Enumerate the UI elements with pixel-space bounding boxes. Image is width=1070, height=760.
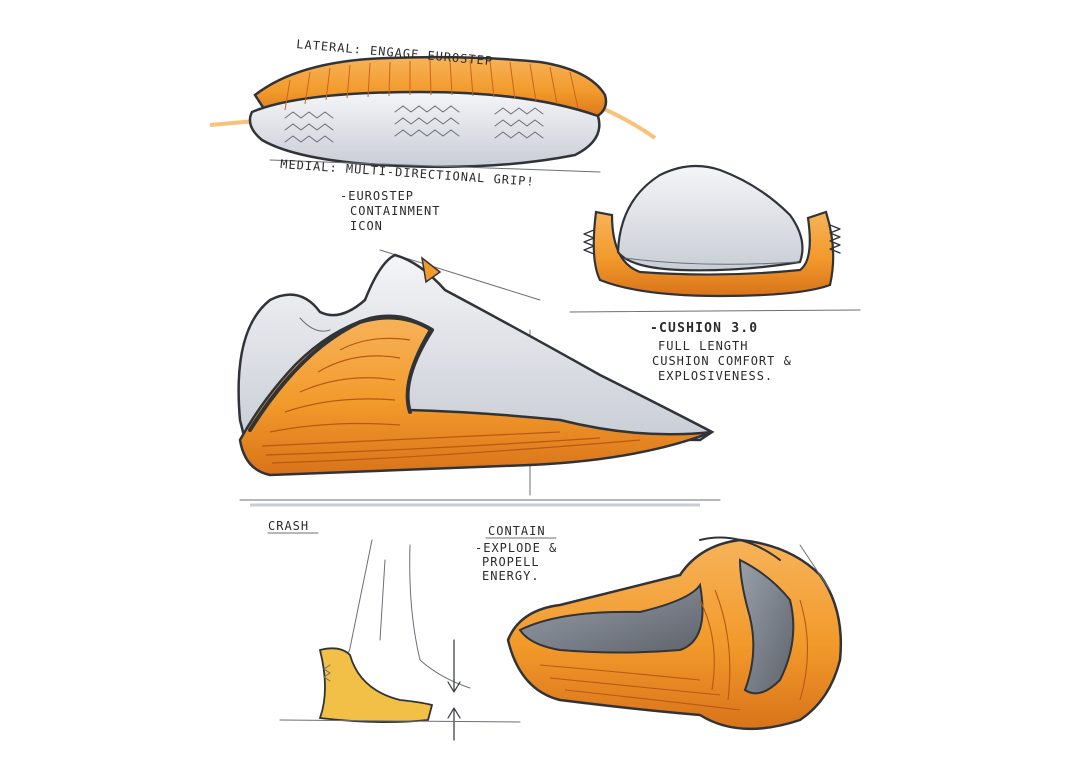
shoe-side-sketch (237, 249, 721, 507)
cushion-pillow (616, 164, 804, 272)
eurostep-note: -EUROSTEP CONTAINMENT ICON (340, 189, 440, 233)
contain-note: CONTAIN -EXPLODE & PROPELL ENERGY. (475, 524, 557, 583)
wedge-edge (323, 664, 331, 682)
herringbone-pattern (284, 105, 544, 143)
contain-line-3: ENERGY. (482, 569, 540, 583)
cushion-ground-line (569, 309, 861, 313)
cushion-title: -CUSHION 3.0 (650, 321, 758, 336)
midsole-wave-outline (248, 315, 434, 432)
arrow-head-down (447, 681, 461, 693)
outsole-sketch (209, 55, 657, 173)
cushion-spikes-right (829, 224, 841, 254)
cushion-line-2: CUSHION COMFORT & (652, 354, 792, 368)
contain-line-2: PROPELL (482, 555, 540, 569)
angle-heel-wall (738, 558, 795, 695)
foot-shade (379, 559, 386, 641)
eurostep-line-2: CONTAINMENT (350, 204, 440, 218)
foot-cushion-wedge (318, 647, 434, 723)
angle-contours (539, 589, 808, 711)
cushion-line-1: FULL LENGTH (658, 339, 748, 353)
contain-title: CONTAIN (488, 524, 546, 538)
cushion-tray (592, 210, 835, 298)
foot-ground-line (279, 719, 521, 723)
cushion-spikes-left (583, 229, 595, 255)
eurostep-line-1: -EUROSTEP (340, 189, 414, 203)
angle-footbed (518, 582, 704, 654)
cushion-sketch (569, 164, 861, 313)
pillow-shade (624, 257, 799, 265)
shoe-angle-sketch (506, 536, 843, 731)
eurostep-line-3: ICON (350, 219, 383, 233)
collar-line (299, 317, 331, 332)
cushion-note: -CUSHION 3.0 FULL LENGTH CUSHION COMFORT… (650, 321, 792, 383)
cushion-line-3: EXPLOSIVENESS. (658, 369, 773, 383)
arrow-head-up (447, 707, 461, 719)
underline-stroke (269, 159, 601, 173)
heel-tab (420, 256, 442, 284)
angle-construction (799, 544, 831, 591)
angle-collar (699, 536, 781, 561)
outsole-tread (248, 90, 601, 169)
foot-sketch (279, 539, 521, 741)
midsole-contours (261, 337, 641, 464)
foot-outline (409, 544, 471, 689)
outsole-hatching (284, 59, 579, 111)
crash-note: CRASH (268, 519, 309, 533)
contain-line-1: -EXPLODE & (475, 541, 557, 555)
